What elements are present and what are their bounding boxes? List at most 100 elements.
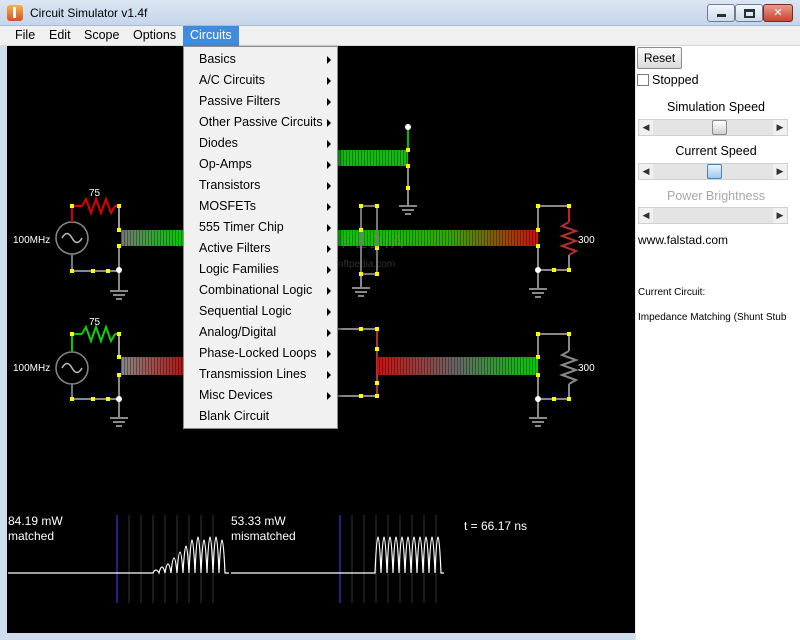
reset-button[interactable]: Reset <box>637 47 682 69</box>
submenu-arrow-icon <box>327 392 331 400</box>
menu-item-label: Combinational Logic <box>199 283 313 297</box>
circuits-menu-item[interactable]: Logic Families <box>184 259 337 280</box>
circuits-menu-item[interactable]: Misc Devices <box>184 385 337 406</box>
menu-item-label: Transmission Lines <box>199 367 307 381</box>
lower-load-label: 300 <box>578 363 595 374</box>
scope-1-readout: 84.19 mW matched <box>8 514 63 544</box>
window-title: Circuit Simulator v1.4f <box>30 6 148 20</box>
circuits-menu-item[interactable]: A/C Circuits <box>184 70 337 91</box>
simulation-speed-slider[interactable]: ◀ ▶ <box>638 119 788 136</box>
minimize-button[interactable] <box>707 4 735 22</box>
menu-item-label: Passive Filters <box>199 94 281 108</box>
menu-item-label: Sequential Logic <box>199 304 292 318</box>
close-icon: ✕ <box>773 6 783 19</box>
circuits-menu-item[interactable]: Diodes <box>184 133 337 154</box>
stopped-label: Stopped <box>652 73 699 87</box>
menu-item-label: Phase-Locked Loops <box>199 346 317 360</box>
menu-item-label: 555 Timer Chip <box>199 220 284 234</box>
slider-right-arrow-icon: ▶ <box>773 208 787 223</box>
submenu-arrow-icon <box>327 329 331 337</box>
upper-source-label: 100MHz <box>13 235 50 246</box>
menu-edit[interactable]: Edit <box>49 28 71 42</box>
circuits-menu-item[interactable]: 555 Timer Chip <box>184 217 337 238</box>
scope-2-readout: 53.33 mW mismatched <box>231 514 296 544</box>
website-text: www.falstad.com <box>638 233 729 247</box>
slider-right-arrow-icon[interactable]: ▶ <box>773 120 787 135</box>
resistor-icon-lower <box>81 324 116 344</box>
scope-1[interactable] <box>8 515 229 603</box>
scope-area[interactable] <box>8 515 444 603</box>
menu-item-label: A/C Circuits <box>199 73 265 87</box>
circuits-menu-item[interactable]: Blank Circuit <box>184 406 337 427</box>
menu-circuits[interactable]: Circuits <box>183 26 239 46</box>
circuits-menu-item[interactable]: Other Passive Circuits <box>184 112 337 133</box>
menu-item-label: Other Passive Circuits <box>199 115 323 129</box>
maximize-button[interactable] <box>735 4 763 22</box>
circuits-menu-item[interactable]: Analog/Digital <box>184 322 337 343</box>
circuits-menu-item[interactable]: Phase-Locked Loops <box>184 343 337 364</box>
submenu-arrow-icon <box>327 350 331 358</box>
slider-left-arrow-icon: ◀ <box>639 208 653 223</box>
scope-2[interactable] <box>231 515 444 603</box>
slider-left-arrow-icon[interactable]: ◀ <box>639 164 653 179</box>
slider-left-arrow-icon[interactable]: ◀ <box>639 120 653 135</box>
menu-item-label: Blank Circuit <box>199 409 270 423</box>
current-circuit-name: Impedance Matching (Shunt Stub <box>638 312 787 323</box>
slider-right-arrow-icon[interactable]: ▶ <box>773 164 787 179</box>
current-circuit-heading: Current Circuit: <box>638 287 706 298</box>
upper-circuit: 75 100MHz 300 <box>13 124 595 300</box>
submenu-arrow-icon <box>327 245 331 253</box>
title-bar: Circuit Simulator v1.4f ✕ <box>0 0 800 26</box>
simulation-speed-label: Simulation Speed <box>667 100 765 114</box>
circuits-menu-item[interactable]: Combinational Logic <box>184 280 337 301</box>
scope-1-value: 84.19 mW <box>8 514 63 528</box>
upper-resistor-label: 75 <box>89 188 101 199</box>
maximize-icon <box>744 9 755 18</box>
simulation-speed-thumb[interactable] <box>711 120 727 135</box>
lower-resistor-label: 75 <box>89 317 101 328</box>
submenu-arrow-icon <box>327 140 331 148</box>
upper-load-label: 300 <box>578 235 595 246</box>
submenu-arrow-icon <box>327 56 331 64</box>
current-speed-slider[interactable]: ◀ ▶ <box>638 163 788 180</box>
menu-scope[interactable]: Scope <box>84 28 120 42</box>
time-readout: t = 66.17 ns <box>464 519 528 533</box>
circuits-menu-item[interactable]: Transistors <box>184 175 337 196</box>
circuit-diagram[interactable]: 75 100MHz 300 <box>7 46 635 633</box>
load-resistor-icon <box>559 221 579 256</box>
menu-item-label: Op-Amps <box>199 157 252 171</box>
submenu-arrow-icon <box>327 77 331 85</box>
close-button[interactable]: ✕ <box>763 4 793 22</box>
stopped-checkbox[interactable] <box>637 74 649 86</box>
current-speed-thumb[interactable] <box>706 164 722 179</box>
lower-source-label: 100MHz <box>13 363 50 374</box>
submenu-arrow-icon <box>327 266 331 274</box>
control-panel: Reset Stopped Simulation Speed ◀ ▶ Curre… <box>635 46 800 640</box>
load-resistor-icon-lower <box>559 350 579 385</box>
submenu-arrow-icon <box>327 182 331 190</box>
menu-item-label: Transistors <box>199 178 261 192</box>
circuits-menu-item[interactable]: MOSFETs <box>184 196 337 217</box>
circuits-menu-item[interactable]: Active Filters <box>184 238 337 259</box>
menu-item-label: Basics <box>199 52 236 66</box>
menu-file[interactable]: File <box>15 28 36 42</box>
circuits-menu-item[interactable]: Op-Amps <box>184 154 337 175</box>
menu-item-label: Active Filters <box>199 241 271 255</box>
power-brightness-slider: ◀ ▶ <box>638 207 788 224</box>
circuits-menu-item[interactable]: Transmission Lines <box>184 364 337 385</box>
menu-options[interactable]: Options <box>133 28 177 42</box>
circuits-menu-item[interactable]: Basics <box>184 49 337 70</box>
circuits-menu-item[interactable]: Sequential Logic <box>184 301 337 322</box>
power-brightness-label: Power Brightness <box>667 189 765 203</box>
submenu-arrow-icon <box>327 161 331 169</box>
submenu-arrow-icon <box>327 308 331 316</box>
minimize-icon <box>717 14 726 17</box>
menu-item-label: Misc Devices <box>199 388 273 402</box>
watermark-url: www.softpedia.com <box>309 259 396 270</box>
submenu-arrow-icon <box>327 98 331 106</box>
submenu-arrow-icon <box>327 224 331 232</box>
scope-trace <box>231 536 444 574</box>
submenu-arrow-icon <box>327 119 331 127</box>
circuits-menu-item[interactable]: Passive Filters <box>184 91 337 112</box>
